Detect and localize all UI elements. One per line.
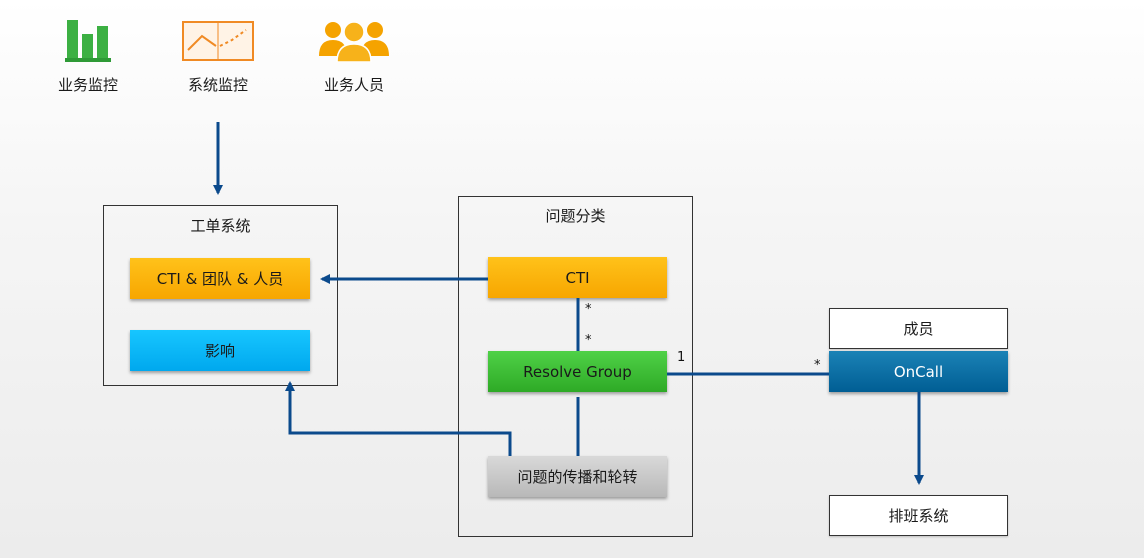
system-monitoring-label: 系统监控 <box>187 76 248 94</box>
multiplicity-oncall-side: * <box>814 358 821 373</box>
impact-node[interactable]: 影响 <box>130 330 310 371</box>
cti-node[interactable]: CTI <box>488 257 667 298</box>
business-staff: 业务人员 <box>304 18 404 95</box>
bar-chart-icon <box>65 20 111 62</box>
multiplicity-cti-rg-top: * <box>585 302 592 317</box>
line-chart-icon <box>182 21 254 61</box>
arrow-propagation-to-impact <box>285 381 512 456</box>
people-icon <box>319 21 389 62</box>
cti-team-person-node[interactable]: CTI & 团队 & 人员 <box>130 258 310 299</box>
issue-classification-frame: 问题分类 <box>458 196 693 537</box>
business-monitoring-label: 业务监控 <box>57 76 118 94</box>
system-monitoring: 系统监控 <box>168 18 268 95</box>
business-monitoring: 业务监控 <box>38 18 138 95</box>
propagation-node[interactable]: 问题的传播和轮转 <box>488 456 667 497</box>
member-node[interactable]: 成员 <box>829 308 1008 349</box>
scheduling-system-node[interactable]: 排班系统 <box>829 495 1008 536</box>
issue-classification-title: 问题分类 <box>545 207 606 225</box>
resolve-group-node[interactable]: Resolve Group <box>488 351 667 392</box>
multiplicity-rg-side: 1 <box>677 350 686 365</box>
ticket-system-title: 工单系统 <box>190 217 251 235</box>
business-staff-label: 业务人员 <box>323 76 384 94</box>
oncall-node[interactable]: OnCall <box>829 351 1008 392</box>
multiplicity-cti-rg-bottom: * <box>585 333 592 348</box>
ticket-system-frame: 工单系统 <box>103 205 338 386</box>
